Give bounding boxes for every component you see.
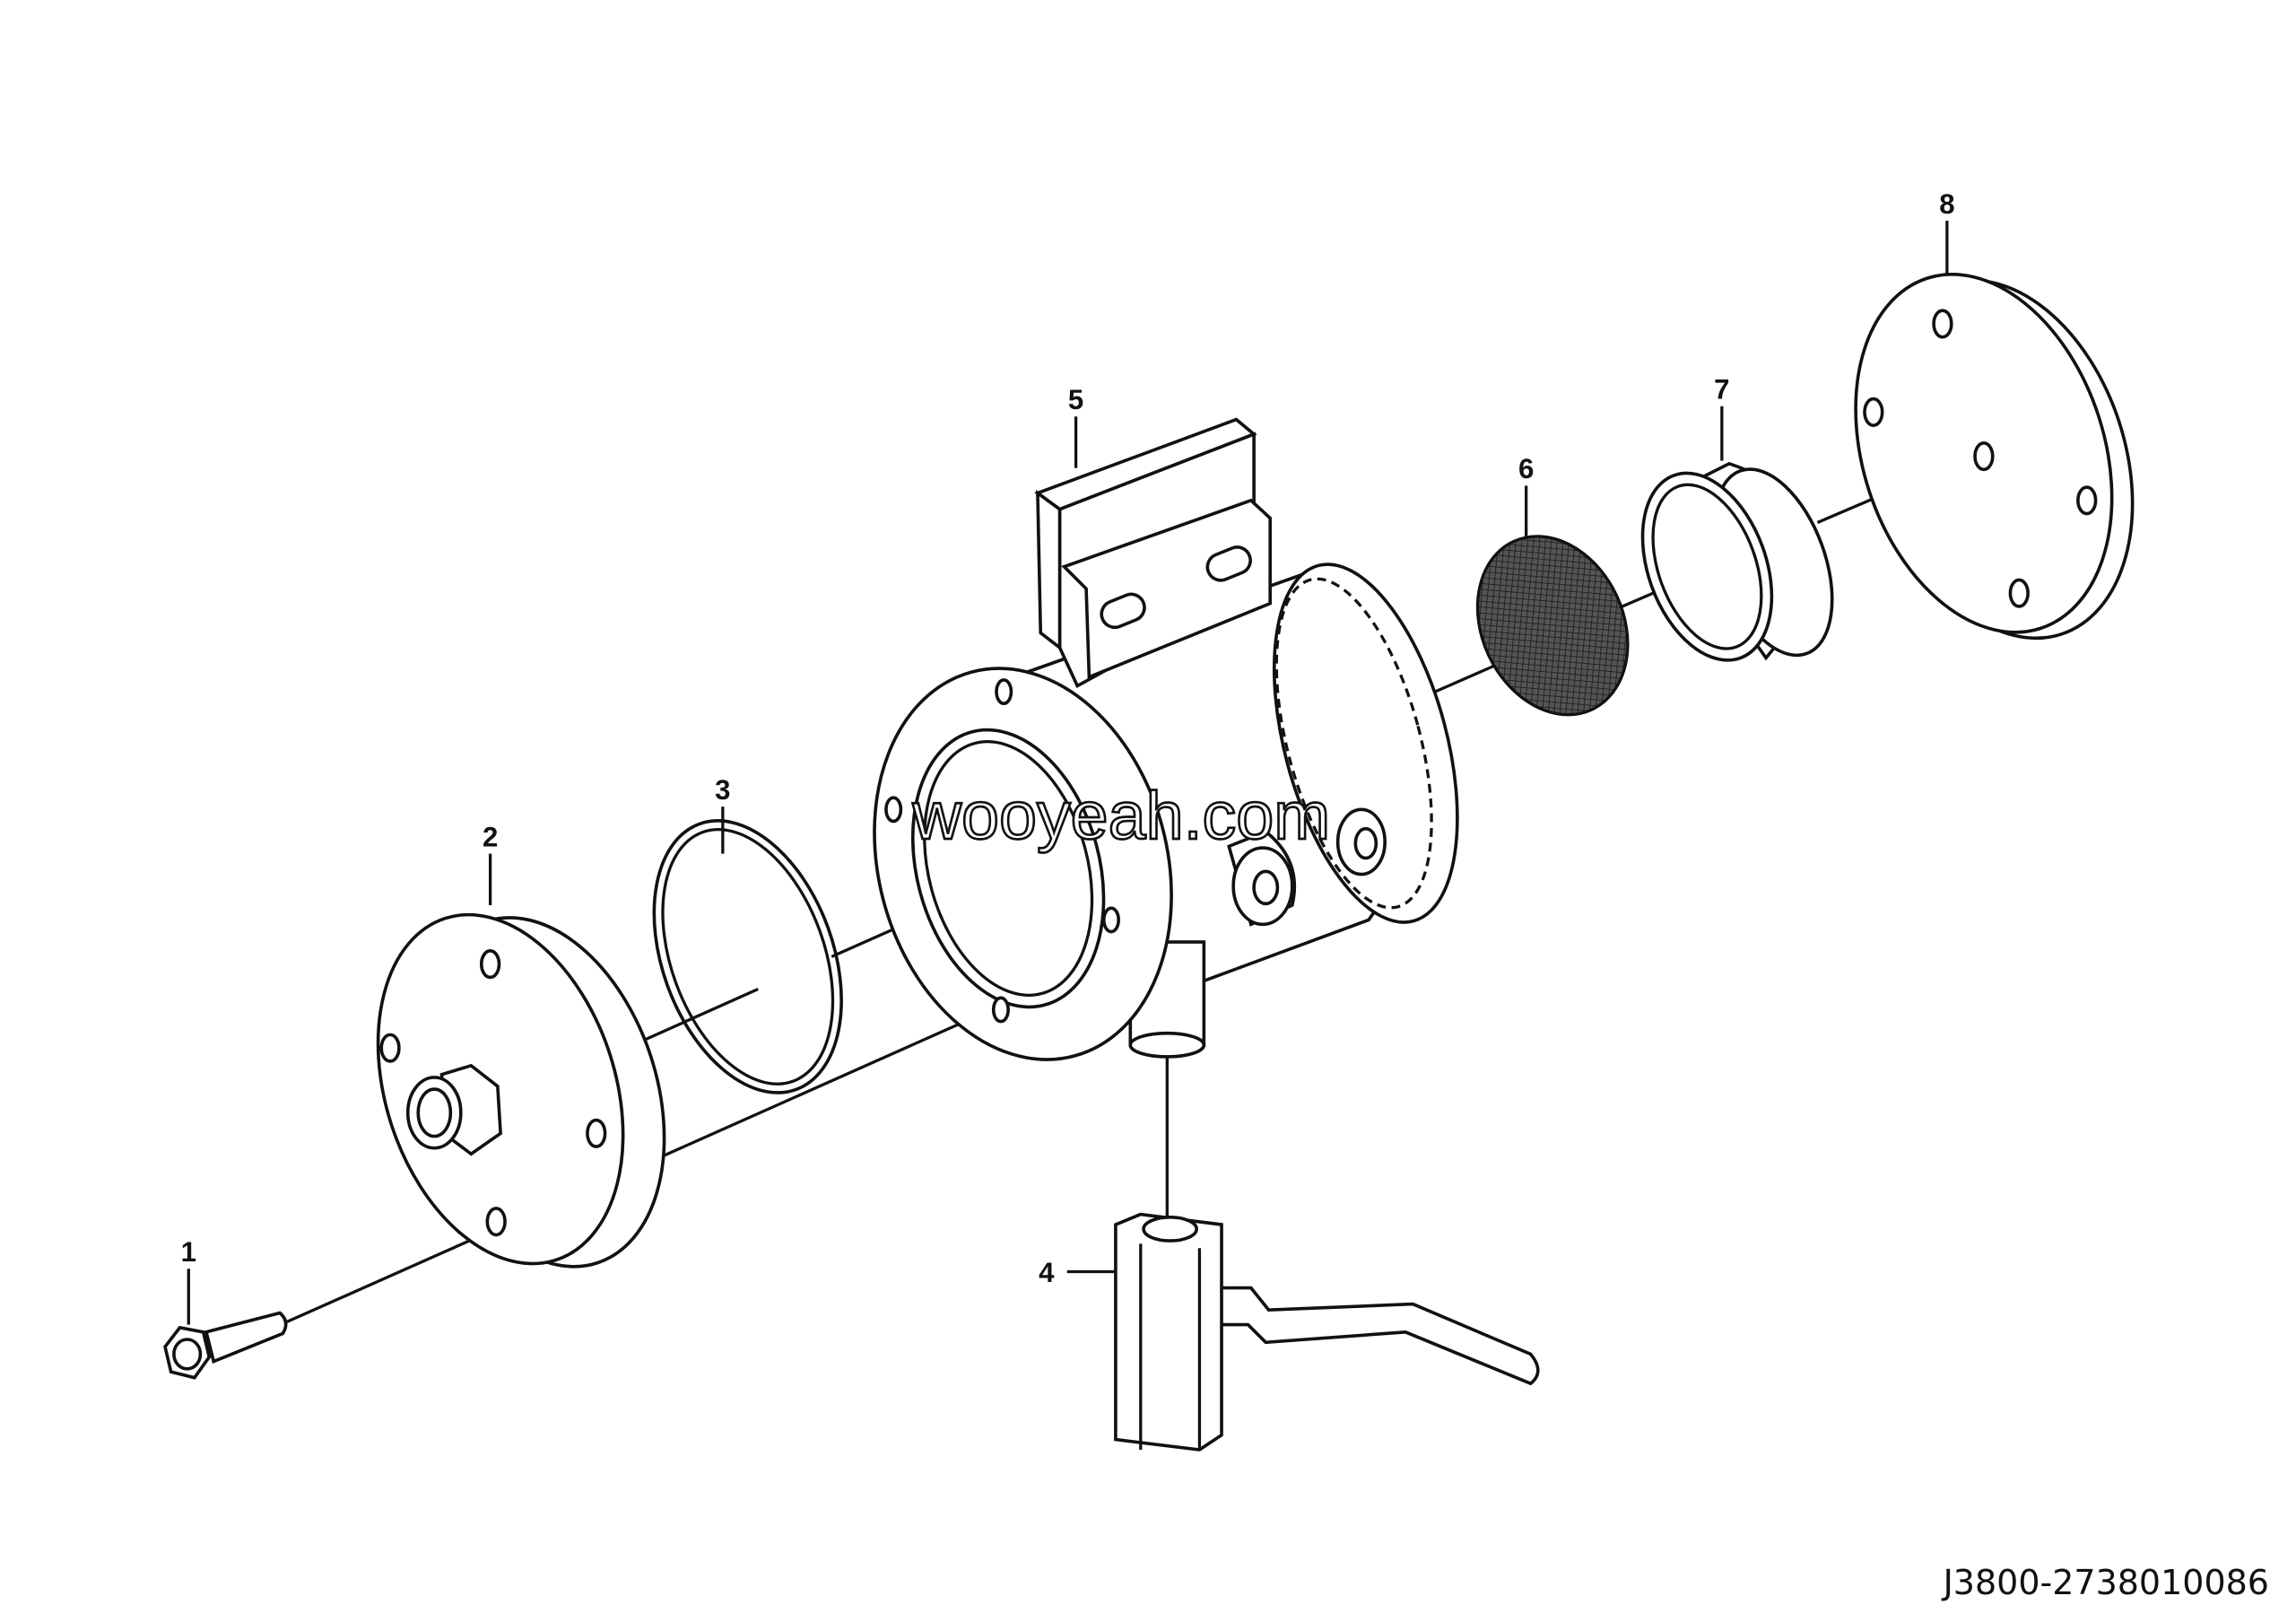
- part-8-cover: [1854, 273, 2135, 641]
- part-3-o-ring: [652, 819, 843, 1094]
- callout-7: 7: [1714, 374, 1729, 406]
- part-1-bolt: [163, 1311, 288, 1380]
- drawing-code: J3800-2738010086: [1943, 1563, 2269, 1602]
- part-6-screen: [1475, 535, 1630, 717]
- callout-2: 2: [483, 821, 498, 852]
- part-2-flange: [376, 912, 666, 1269]
- part-4-valve-handle: [1114, 1212, 1540, 1452]
- watermark: wooyeah.com: [911, 778, 1330, 853]
- callout-6: 6: [1518, 453, 1534, 484]
- callout-8: 8: [1939, 188, 1954, 220]
- callout-leaders: [187, 221, 1949, 1325]
- callout-4: 4: [1039, 1257, 1055, 1288]
- callout-5: 5: [1068, 384, 1083, 415]
- part-5-bracket: [1034, 417, 1272, 689]
- callout-1: 1: [181, 1236, 196, 1268]
- part-7-ring: [1640, 461, 1834, 662]
- filter-housing: [873, 562, 1459, 1061]
- callout-3: 3: [715, 774, 730, 806]
